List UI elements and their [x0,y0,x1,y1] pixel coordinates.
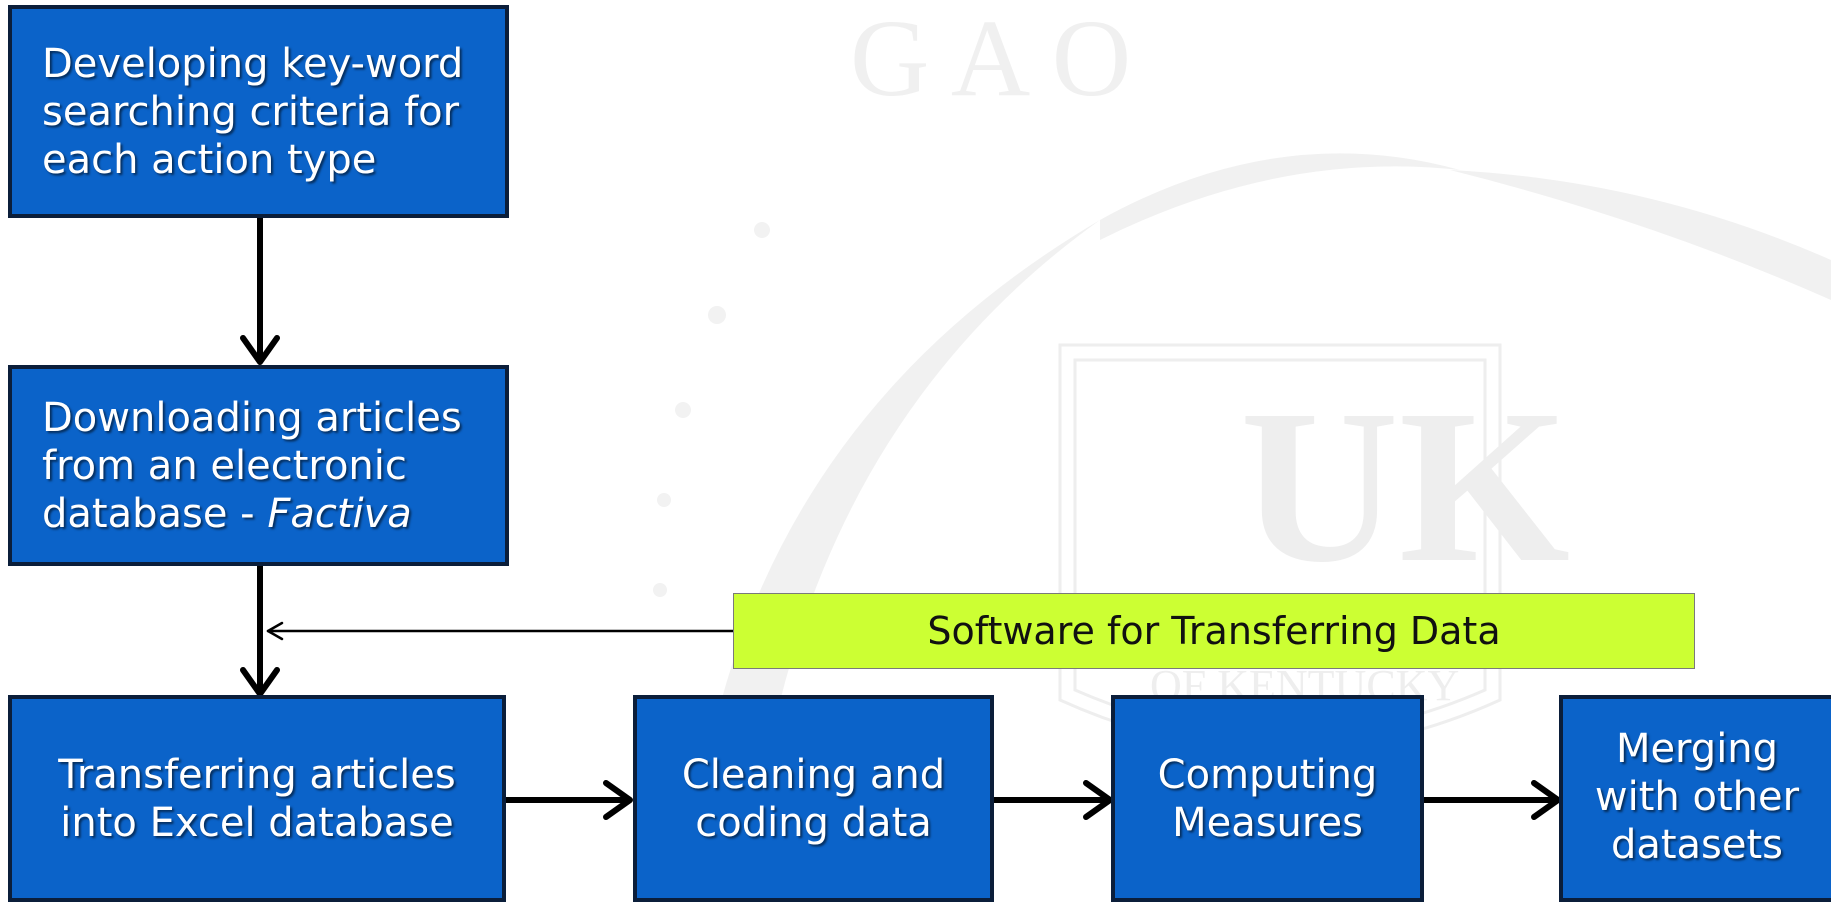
step-merging-line3: datasets [1610,822,1784,868]
step-transfer-articles: Transferring articles into Excel databas… [8,695,506,902]
step-transfer-line2: into Excel database [60,799,454,846]
step-download-factiva: Factiva [267,490,412,537]
step-merging-line1: Merging [1615,726,1779,772]
step-computing-line1: Computing [1157,751,1378,798]
laurel-dots [653,222,770,597]
watermark-monogram: UK [1240,364,1570,608]
arrowhead-computing-to-merging [1531,780,1561,820]
step-download-line2: from an electronic [42,442,407,489]
step-keyword-line1: Developing key-word [42,40,464,87]
step-download-articles: Downloading articles from an electronic … [8,365,509,566]
arrowhead-keyword-to-download [240,335,280,365]
shield-inner-outline [1073,358,1487,737]
arrowhead-transfer-to-cleaning [603,780,633,820]
software-callout: Software for Transferring Data [733,593,1695,669]
shield-outline [1058,343,1502,752]
step-download-line1: Downloading articles [42,394,462,441]
step-merging-line2: with other [1594,774,1800,820]
step-transfer-line1: Transferring articles [58,751,456,798]
step-cleaning-line1: Cleaning and [681,751,946,798]
arrowhead-software-to-flow [266,621,284,641]
arrowhead-download-to-transfer [240,667,280,697]
step-keyword-line2: searching criteria for [42,88,460,135]
step-computing-line2: Measures [1172,799,1363,846]
step-computing-measures: Computing Measures [1111,695,1424,902]
step-merging-datasets: Merging with other datasets [1559,695,1831,902]
step-cleaning-line2: coding data [695,799,932,846]
watermark-top-letters: G A O [850,0,1131,119]
arrowhead-cleaning-to-computing [1083,780,1113,820]
step-download-line3: database - Factiva [42,490,412,538]
software-callout-label: Software for Transferring Data [927,609,1501,653]
step-keyword-line3: each action type [42,136,377,183]
step-keyword-criteria: Developing key-word searching criteria f… [8,5,509,218]
step-cleaning-coding: Cleaning and coding data [633,695,994,902]
step-download-line3-prefix: database - [42,490,268,537]
